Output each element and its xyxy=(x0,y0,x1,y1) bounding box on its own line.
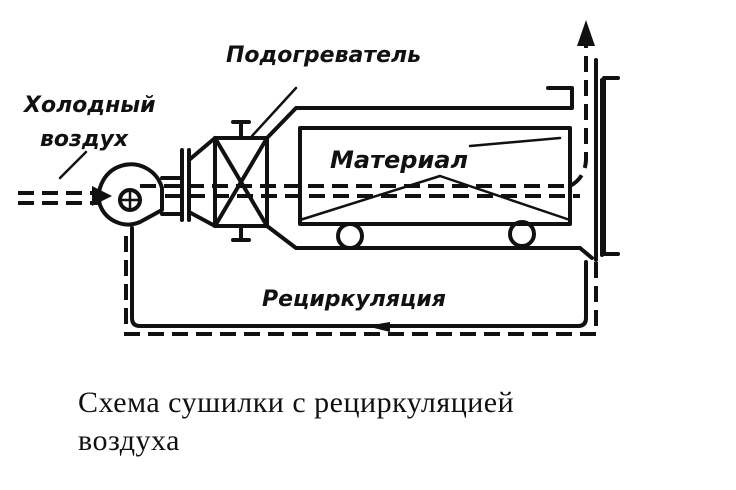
connecting-duct xyxy=(160,136,217,228)
caption-line2: воздуха xyxy=(78,424,180,457)
cold-air-leader xyxy=(58,150,88,180)
cold-air-inlet xyxy=(18,186,112,206)
heater-label: Подогреватель xyxy=(226,43,421,68)
material-label: Материал xyxy=(330,146,468,174)
recirculation-arrow-icon xyxy=(366,322,390,332)
exhaust-arrow-icon xyxy=(577,20,595,46)
drying-chamber xyxy=(265,86,594,260)
cold-air-label-line1: Холодный xyxy=(22,93,156,118)
caption-line1: Схема сушилки с рециркуляцией xyxy=(78,386,515,419)
fan xyxy=(96,162,164,227)
heater xyxy=(213,86,298,242)
inlet-arrow-icon xyxy=(92,186,112,206)
recirculation-label: Рециркуляция xyxy=(262,287,446,312)
exhaust-duct xyxy=(594,58,620,262)
main-airflow xyxy=(140,20,595,198)
figure-caption: Схема сушилки с рециркуляцией воздуха xyxy=(78,384,698,460)
dryer-recirculation-diagram: Холодный воздух Подогреватель Материал Р… xyxy=(18,20,620,336)
recirculation-duct xyxy=(124,226,598,336)
cold-air-label-line2: воздух xyxy=(40,127,129,152)
